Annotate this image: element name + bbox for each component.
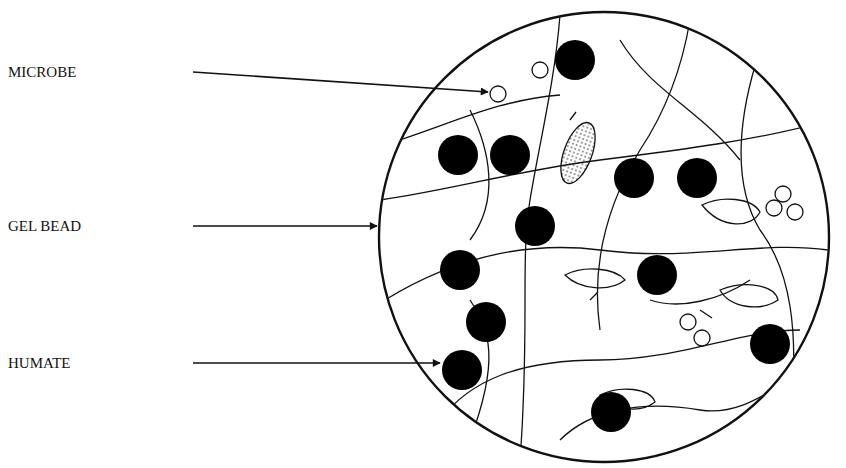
leader-arrow (193, 362, 440, 364)
microbes (490, 62, 803, 346)
part-label: MICROBE (8, 65, 76, 80)
humate-particles (438, 40, 790, 432)
gel-bead-outline (379, 12, 829, 462)
leader-arrow (193, 72, 488, 92)
leader-arrow (193, 225, 377, 227)
part-label: GEL BEAD (8, 219, 81, 234)
part-label: HUMATE (8, 356, 71, 371)
gel-network (380, 15, 830, 460)
dotted-cell (554, 118, 602, 188)
